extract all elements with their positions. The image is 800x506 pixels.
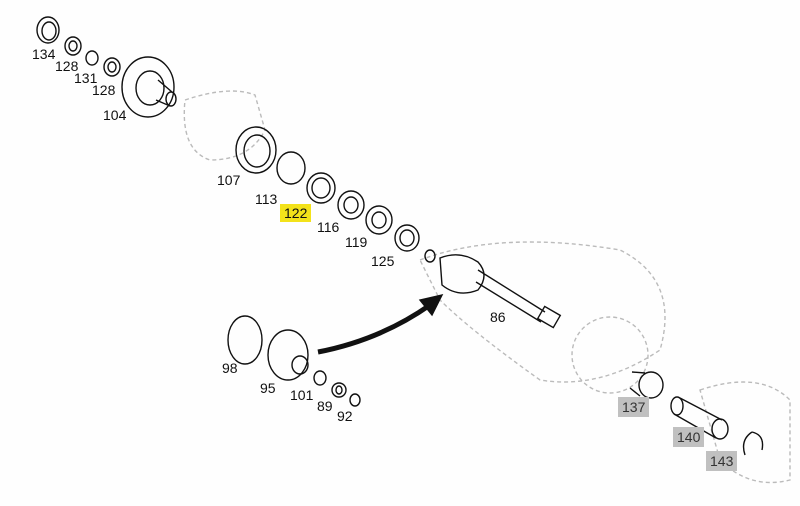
part-125 xyxy=(394,224,420,252)
callout-143[interactable]: 143 xyxy=(706,451,738,471)
part-92 xyxy=(349,393,361,407)
callout-125[interactable]: 125 xyxy=(371,253,395,269)
part-86-axle-shaft xyxy=(424,249,562,329)
callout-131[interactable]: 131 xyxy=(74,70,98,86)
callout-89[interactable]: 89 xyxy=(317,398,333,414)
part-140 xyxy=(670,396,729,440)
callout-119[interactable]: 119 xyxy=(345,234,368,250)
part-131 xyxy=(85,50,99,66)
callout-128a[interactable]: 128 xyxy=(55,58,79,74)
callout-122-selected[interactable]: 122 xyxy=(280,204,312,222)
callout-104[interactable]: 104 xyxy=(103,107,127,123)
housing-outline xyxy=(183,90,791,484)
part-101 xyxy=(313,370,327,386)
part-134 xyxy=(36,16,60,44)
part-128b xyxy=(103,57,121,77)
arrow-indicator xyxy=(317,302,432,355)
part-107 xyxy=(235,126,277,174)
part-116 xyxy=(337,190,365,220)
part-89 xyxy=(331,382,347,398)
callout-134[interactable]: 134 xyxy=(32,46,56,62)
callout-140[interactable]: 140 xyxy=(673,427,705,447)
callout-101[interactable]: 101 xyxy=(290,387,314,403)
part-119 xyxy=(365,205,393,235)
callout-137[interactable]: 137 xyxy=(618,397,650,417)
callout-113[interactable]: 113 xyxy=(255,191,278,207)
part-143 xyxy=(742,431,764,456)
part-137 xyxy=(629,371,664,399)
callout-128b[interactable]: 128 xyxy=(92,82,116,98)
callout-92[interactable]: 92 xyxy=(337,408,353,424)
callout-86[interactable]: 86 xyxy=(490,309,506,325)
callout-98[interactable]: 98 xyxy=(222,360,238,376)
callout-116[interactable]: 116 xyxy=(317,219,340,235)
part-122 xyxy=(306,172,336,204)
part-113 xyxy=(276,151,306,185)
callout-95[interactable]: 95 xyxy=(260,380,276,396)
part-95-boot xyxy=(267,329,309,381)
part-104-hub xyxy=(121,56,177,118)
callout-107[interactable]: 107 xyxy=(217,172,241,188)
part-98-clamp xyxy=(227,315,263,365)
part-128a xyxy=(64,36,82,56)
